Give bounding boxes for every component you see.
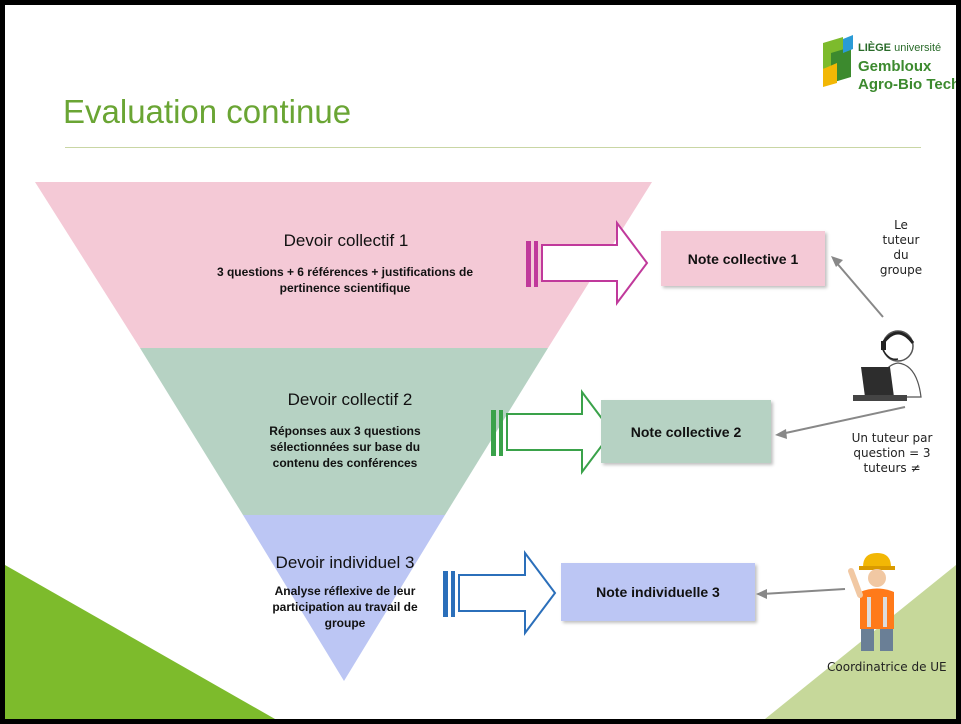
pyramid-level-2: [140, 348, 548, 515]
tutor-label-line: Le: [894, 218, 908, 232]
slide-canvas: LIÈGE université Gembloux Agro-Bio Tech …: [5, 5, 956, 719]
connector-tutor-note1-head: [831, 256, 843, 267]
logo-line-3: Agro-Bio Tech: [858, 76, 956, 93]
note-box-individual-3: Note individuelle 3: [561, 563, 755, 621]
logo-line-1: LIÈGE université: [858, 42, 941, 54]
tutor-icon: [853, 330, 922, 401]
tutor-count-line: tuteurs ≠: [863, 461, 921, 475]
connector-tutor-note1: [834, 260, 884, 318]
level-1-desc-line: pertinence scientifique: [279, 281, 411, 295]
level-1-desc-line: 3 questions + 6 références + justificati…: [216, 265, 474, 279]
level-3-desc-line: groupe: [324, 616, 366, 630]
tutor-label-line: groupe: [879, 263, 923, 277]
level-1-description: 3 questions + 6 références + justificati…: [155, 264, 535, 296]
level-3-desc-line: participation au travail de: [272, 600, 418, 614]
logo-universite: université: [894, 42, 942, 54]
pyramid-level-1: [35, 182, 652, 348]
logo-liege: LIÈGE: [858, 42, 892, 54]
title-divider: [65, 147, 921, 148]
connector-coordinator-note3-head: [756, 589, 767, 599]
note-box-collective-2: Note collective 2: [601, 400, 771, 463]
logo-line-2: Gembloux: [858, 58, 932, 75]
tutor-label: Le tuteur du groupe: [871, 218, 931, 278]
arrow-3: [443, 550, 557, 636]
connector-coordinator-note3: [761, 588, 846, 595]
corner-triangle-left: [5, 565, 275, 719]
level-2-desc-line: contenu des conférences: [272, 456, 418, 470]
tutor-label-line: du: [893, 248, 909, 262]
level-3-title: Devoir individuel 3: [275, 553, 415, 572]
connector-tutor-note2-head: [775, 429, 787, 439]
coordinator-label: Coordinatrice de UE: [827, 660, 947, 674]
level-2-description: Réponses aux 3 questions sélectionnées s…: [220, 423, 470, 471]
tutor-label-line: tuteur: [882, 233, 920, 247]
slide-title: Evaluation continue: [63, 93, 352, 130]
university-logo-mark: [823, 35, 853, 87]
tutor-count-line: Un tuteur par: [851, 431, 933, 445]
level-2-desc-line: sélectionnées sur base du: [269, 440, 421, 454]
coordinator-icon: [848, 553, 895, 651]
tutor-count-line: question = 3: [853, 446, 931, 460]
diagram-graphics: [5, 35, 956, 719]
pyramid-level-3: [243, 515, 445, 681]
arrow-2: [491, 389, 614, 475]
level-1-title: Devoir collectif 1: [283, 231, 409, 250]
corner-triangle-right: [765, 565, 956, 719]
level-2-title: Devoir collectif 2: [287, 390, 413, 409]
level-3-desc-line: Analyse réflexive de leur: [274, 584, 416, 598]
arrow-1: [526, 220, 649, 306]
tutor-count-label: Un tuteur par question = 3 tuteurs ≠: [831, 431, 953, 476]
level-2-desc-line: Réponses aux 3 questions: [269, 424, 421, 438]
note-box-collective-1: Note collective 1: [661, 231, 825, 286]
level-3-description: Analyse réflexive de leur participation …: [240, 583, 450, 631]
connector-tutor-note2: [780, 406, 906, 435]
